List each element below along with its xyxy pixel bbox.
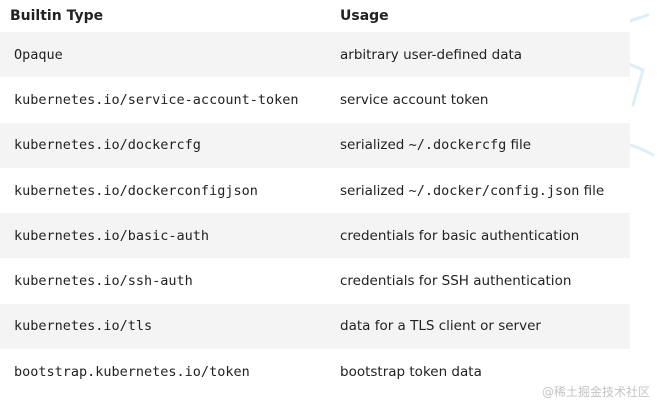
usage-text: data for a TLS client or server — [340, 318, 541, 335]
builtin-type-cell: kubernetes.io/dockerconfigjson — [0, 167, 330, 214]
usage-cell: credentials for SSH authentication — [330, 258, 630, 304]
builtin-type-cell: Opaque — [0, 32, 330, 78]
usage-cell: serialized ~/.dockercfg file — [330, 122, 630, 168]
usage-cell: service account token — [330, 77, 630, 123]
usage-text: serialized — [340, 182, 409, 199]
usage-text: credentials for SSH authentication — [340, 273, 572, 290]
table-row: bootstrap.kubernetes.io/token bootstrap t… — [0, 349, 630, 395]
builtin-type-cell: bootstrap.kubernetes.io/token — [0, 349, 330, 395]
builtin-type-cell: kubernetes.io/dockercfg — [0, 122, 330, 168]
table-row: kubernetes.io/ssh-auth credentials for SS… — [0, 258, 630, 304]
usage-cell: bootstrap token data — [330, 349, 630, 395]
builtin-type-cell: kubernetes.io/basic-auth — [0, 213, 330, 259]
secret-types-table: Builtin Type Usage Opaque arbitrary user-… — [0, 0, 630, 395]
builtin-type-cell: kubernetes.io/tls — [0, 303, 330, 350]
table-row: kubernetes.io/tls data for a TLS client o… — [0, 303, 630, 350]
builtin-type-cell: kubernetes.io/ssh-auth — [0, 258, 330, 304]
usage-text: file — [579, 182, 605, 199]
usage-text: credentials for basic authentication — [340, 227, 580, 244]
table-header-row: Builtin Type Usage — [0, 0, 630, 32]
usage-text: service account token — [340, 91, 489, 108]
usage-cell: arbitrary user-defined data — [330, 32, 630, 78]
table-row: kubernetes.io/service-account-token servi… — [0, 77, 630, 123]
builtin-type-cell: kubernetes.io/service-account-token — [0, 77, 330, 123]
usage-code-text: ~/.dockercfg — [408, 137, 507, 154]
usage-cell: credentials for basic authentication — [330, 213, 630, 259]
usage-text: arbitrary user-defined data — [340, 46, 523, 63]
column-header-builtin-type: Builtin Type — [0, 0, 330, 32]
table-row: Opaque arbitrary user-defined data — [0, 32, 630, 78]
usage-code-text: ~/.docker/config.json — [408, 182, 580, 199]
table-row: kubernetes.io/basic-auth credentials for … — [0, 213, 630, 259]
usage-text: file — [506, 137, 532, 154]
table-body: Opaque arbitrary user-defined data kuberne… — [0, 32, 630, 395]
watermark-text: @稀土掘金技术社区 — [541, 385, 650, 399]
usage-cell: data for a TLS client or server — [330, 303, 630, 350]
usage-text: bootstrap token data — [340, 363, 482, 380]
usage-cell: serialized ~/.docker/config.json file — [330, 167, 630, 214]
column-header-usage: Usage — [330, 0, 630, 32]
usage-text: serialized — [340, 137, 409, 154]
